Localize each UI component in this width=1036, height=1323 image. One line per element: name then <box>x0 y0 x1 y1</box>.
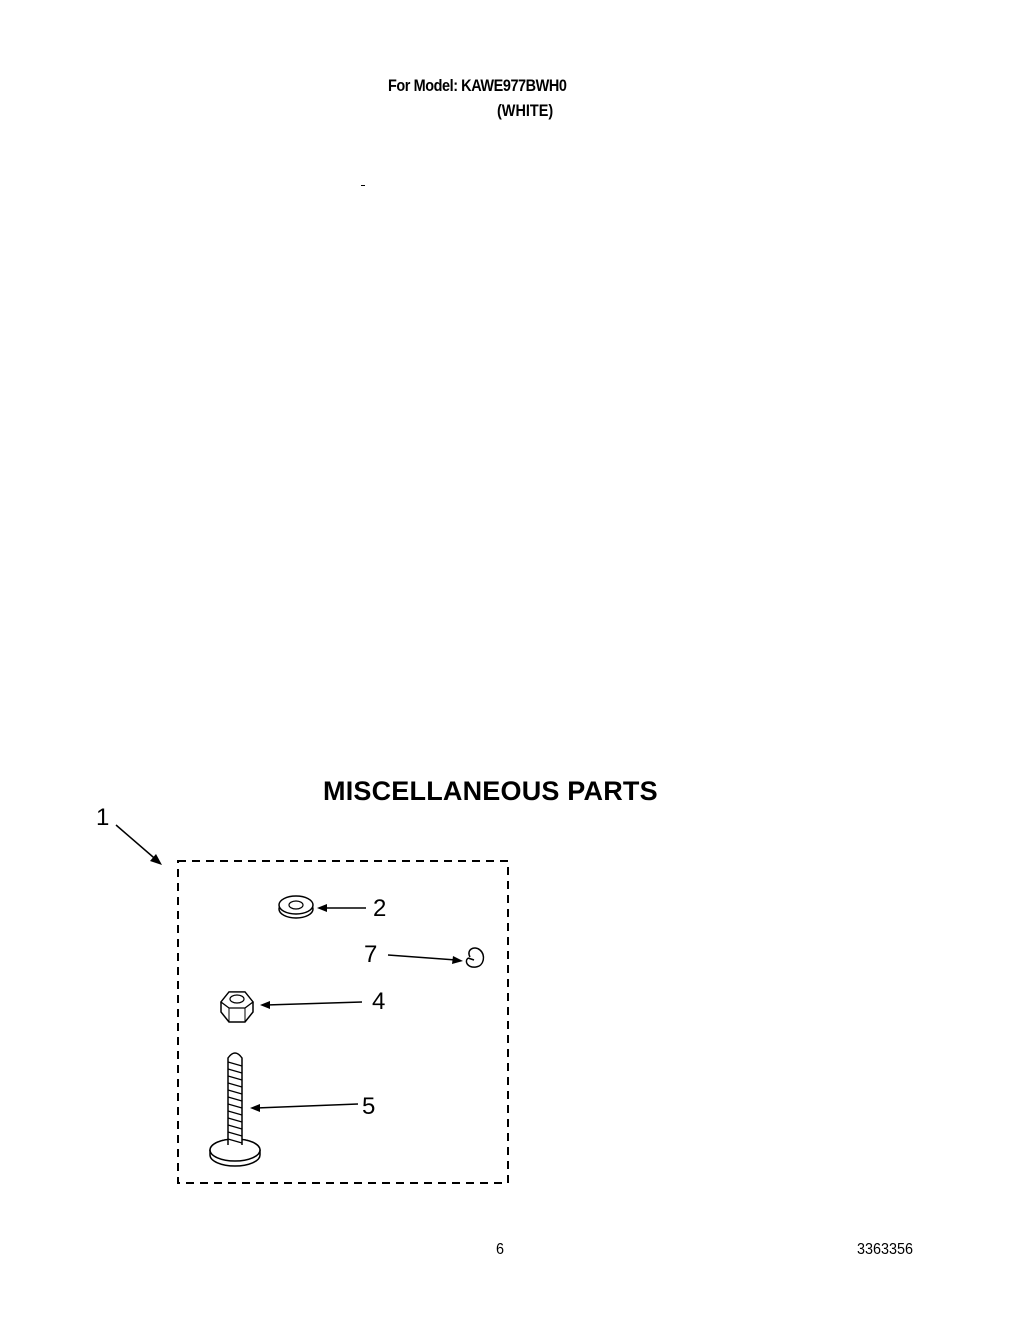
callout-bolt: 5 <box>362 1093 376 1120</box>
page-number: 6 <box>496 1241 505 1258</box>
kit-boundary <box>177 860 509 1184</box>
washer-leader <box>317 904 366 912</box>
model-line: For Model: KAWE977BWH0 <box>388 76 567 95</box>
section-title: MISCELLANEOUS PARTS <box>323 776 658 806</box>
document-number: 3363356 <box>857 1241 914 1258</box>
bolt-part <box>209 1052 261 1167</box>
washer-part <box>278 895 314 919</box>
bolt-leader <box>250 1103 359 1112</box>
callout-kit: 1 <box>96 804 110 831</box>
clip-part <box>465 947 485 968</box>
callout-nut: 4 <box>372 988 386 1015</box>
color-line: (WHITE) <box>497 101 554 120</box>
nut-part <box>220 991 254 1023</box>
callout-clip: 7 <box>364 941 378 968</box>
callout-washer: 2 <box>373 895 387 922</box>
nut-leader <box>260 1001 363 1009</box>
stray-mark <box>361 185 365 186</box>
clip-leader <box>387 954 463 964</box>
kit-leader <box>115 824 162 865</box>
